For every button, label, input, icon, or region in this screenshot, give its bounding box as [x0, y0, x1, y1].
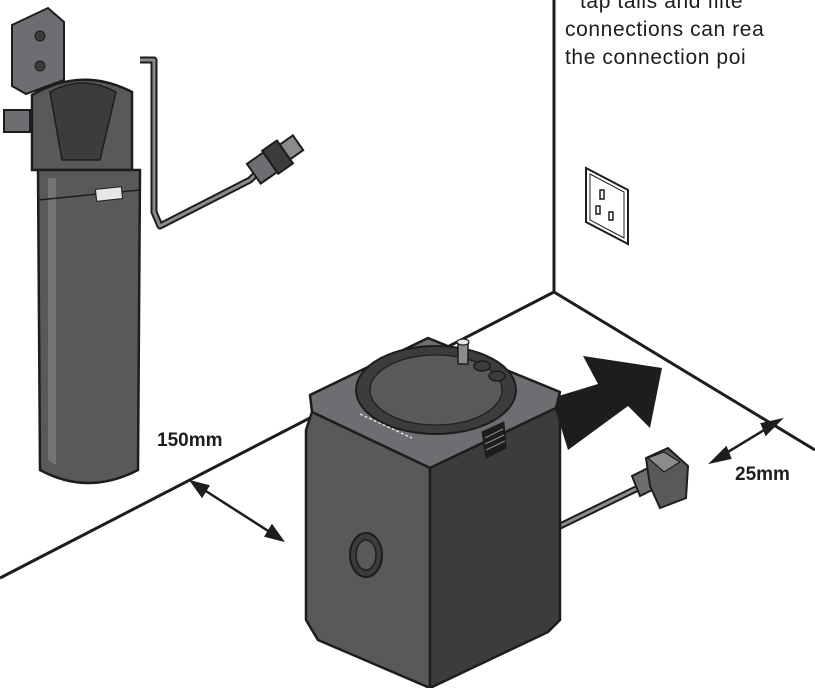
boiler-unit — [304, 336, 562, 688]
filter-cartridge-icon — [3, 6, 305, 485]
socket-icon — [585, 166, 629, 246]
dimension-arrow-right — [708, 417, 784, 465]
left-clearance-label: 150mm — [157, 430, 223, 451]
dimension-arrow-left — [189, 479, 285, 543]
plug-icon — [554, 446, 690, 532]
arrow-icon — [552, 356, 662, 450]
right-clearance-label: 25mm — [735, 464, 790, 485]
